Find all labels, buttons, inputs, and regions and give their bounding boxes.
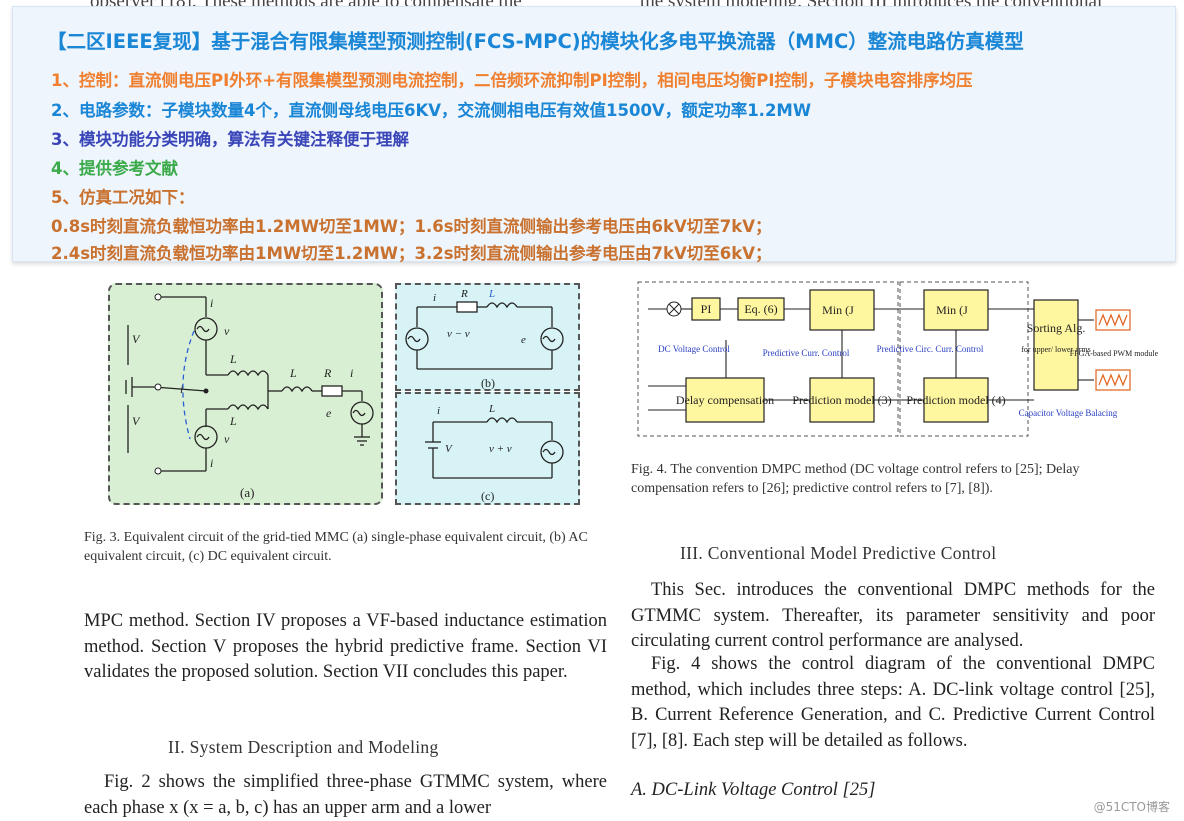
label-eg: e bbox=[326, 406, 332, 420]
promo-banner: 【二区IEEE复现】基于混合有限集模型预测控制(FCS-MPC)的模块化多电平换… bbox=[12, 6, 1176, 263]
banner-item-refs: 4、提供参考文献 bbox=[51, 159, 178, 178]
paragraph-sec3-intro: This Sec. introduces the conventional DM… bbox=[631, 580, 1155, 651]
label-vp: v bbox=[224, 324, 230, 338]
watermark: @51CTO博客 bbox=[1093, 800, 1170, 814]
label-vdc-lower: V bbox=[132, 414, 141, 428]
label-rg: R bbox=[323, 366, 332, 380]
banner-item-control: 1、控制：直流侧电压PI外环+有限集模型预测电流控制，二倍频环流抑制PI控制，相… bbox=[51, 71, 973, 90]
label-vdc-upper: V bbox=[132, 332, 141, 346]
dc-equivalent-circuit: i L V v + v (c) bbox=[425, 403, 564, 503]
label-dc-voltage-control: DC Voltage Control bbox=[658, 344, 730, 354]
block-eq6: Eq. (6) bbox=[744, 302, 777, 316]
label-c-larm: L bbox=[488, 403, 495, 415]
section-2-heading: II. System Description and Modeling bbox=[168, 737, 439, 757]
label-ip: i bbox=[210, 296, 213, 310]
block-sorting: Sorting Alg. bbox=[1027, 321, 1086, 335]
label-capacitor-balancing: Capacitor Voltage Balacing bbox=[1019, 408, 1118, 418]
fig4-caption: Fig. 4. The convention DMPC method (DC v… bbox=[631, 462, 1080, 496]
label-lg: L bbox=[289, 366, 297, 380]
label-b-vn-vp: v − v bbox=[447, 328, 470, 340]
fig3-panel-c: i L V v + v (c) bbox=[395, 392, 580, 505]
label-c-iz: i bbox=[437, 405, 440, 417]
paragraph-fig4-description: Fig. 4 shows the control diagram of the … bbox=[631, 654, 1155, 751]
fig3-caption: Fig. 3. Equivalent circuit of the grid-t… bbox=[84, 530, 588, 564]
label-predictive-curr-control: Predictive Curr. Control bbox=[763, 348, 850, 358]
banner-item-modules: 3、模块功能分类明确，算法有关键注释便于理解 bbox=[51, 130, 409, 149]
label-b-ig: i bbox=[433, 292, 436, 304]
label-iz: i bbox=[180, 382, 183, 396]
label-b-eg: e bbox=[521, 334, 526, 346]
label-fpga: FPGA-based PWM module bbox=[1070, 349, 1159, 358]
banner-title: 【二区IEEE复现】基于混合有限集模型预测控制(FCS-MPC)的模块化多电平换… bbox=[47, 30, 1024, 53]
fig3-panel-a: i v L L L R i e i v i V V (a) bbox=[108, 283, 383, 505]
block-sorting-sub: for upper/ lower arms bbox=[1021, 345, 1091, 354]
label-c-vdc: V bbox=[445, 443, 453, 455]
paragraph-paper-outline: MPC method. Section IV proposes a VF-bas… bbox=[84, 611, 607, 682]
block-pi: PI bbox=[701, 302, 712, 316]
fig3-sub-b: (b) bbox=[481, 376, 495, 390]
single-phase-circuit: i v L L L R i e i v i V V (a) bbox=[125, 293, 374, 500]
ac-equivalent-circuit: i R L v − v e (b) bbox=[405, 288, 564, 390]
fig3-panel-b: i R L v − v e (b) bbox=[395, 283, 580, 391]
fig3-sub-a: (a) bbox=[240, 485, 254, 500]
block-min1: Min (J bbox=[822, 303, 854, 317]
label-ig: i bbox=[350, 366, 353, 380]
paragraph-system-description: Fig. 2 shows the simplified three-phase … bbox=[84, 772, 607, 818]
block-delay: Delay compensation bbox=[676, 393, 774, 407]
label-vn: v bbox=[224, 432, 230, 446]
subsection-a-heading: A. DC-Link Voltage Control [25] bbox=[631, 780, 876, 800]
fig3-sub-c: (c) bbox=[481, 489, 494, 503]
block-min2: Min (J bbox=[936, 303, 968, 317]
block-pred4: Prediction model (4) bbox=[906, 393, 1005, 407]
label-predictive-circ-control: Predictive Circ. Curr. Control bbox=[877, 344, 984, 354]
banner-item-condition-1: 0.8s时刻直流负载恒功率由1.2MW切至1MW；1.6s时刻直流侧输出参考电压… bbox=[51, 217, 772, 236]
label-b-rg: R bbox=[460, 288, 468, 300]
fig4-dmpc-diagram: PI Eq. (6) Min (J Min (J Sorting Alg. fo… bbox=[637, 281, 1159, 437]
block-pred3: Prediction model (3) bbox=[792, 393, 891, 407]
banner-item-conditions: 5、仿真工况如下： bbox=[51, 188, 195, 207]
banner-item-condition-2: 2.4s时刻直流负载恒功率由1MW切至1.2MW；3.2s时刻直流侧输出参考电压… bbox=[51, 244, 772, 263]
label-b-leq: L bbox=[488, 288, 495, 300]
label-larm-upper: L bbox=[229, 352, 237, 366]
label-c-vn-vp: v + v bbox=[489, 443, 512, 455]
section-3-heading: III. Conventional Model Predictive Contr… bbox=[680, 543, 997, 563]
label-in: i bbox=[210, 456, 213, 470]
banner-item-params: 2、电路参数：子模块数量4个，直流侧母线电压6KV，交流侧相电压有效值1500V… bbox=[51, 101, 812, 120]
label-larm-lower: L bbox=[229, 414, 237, 428]
